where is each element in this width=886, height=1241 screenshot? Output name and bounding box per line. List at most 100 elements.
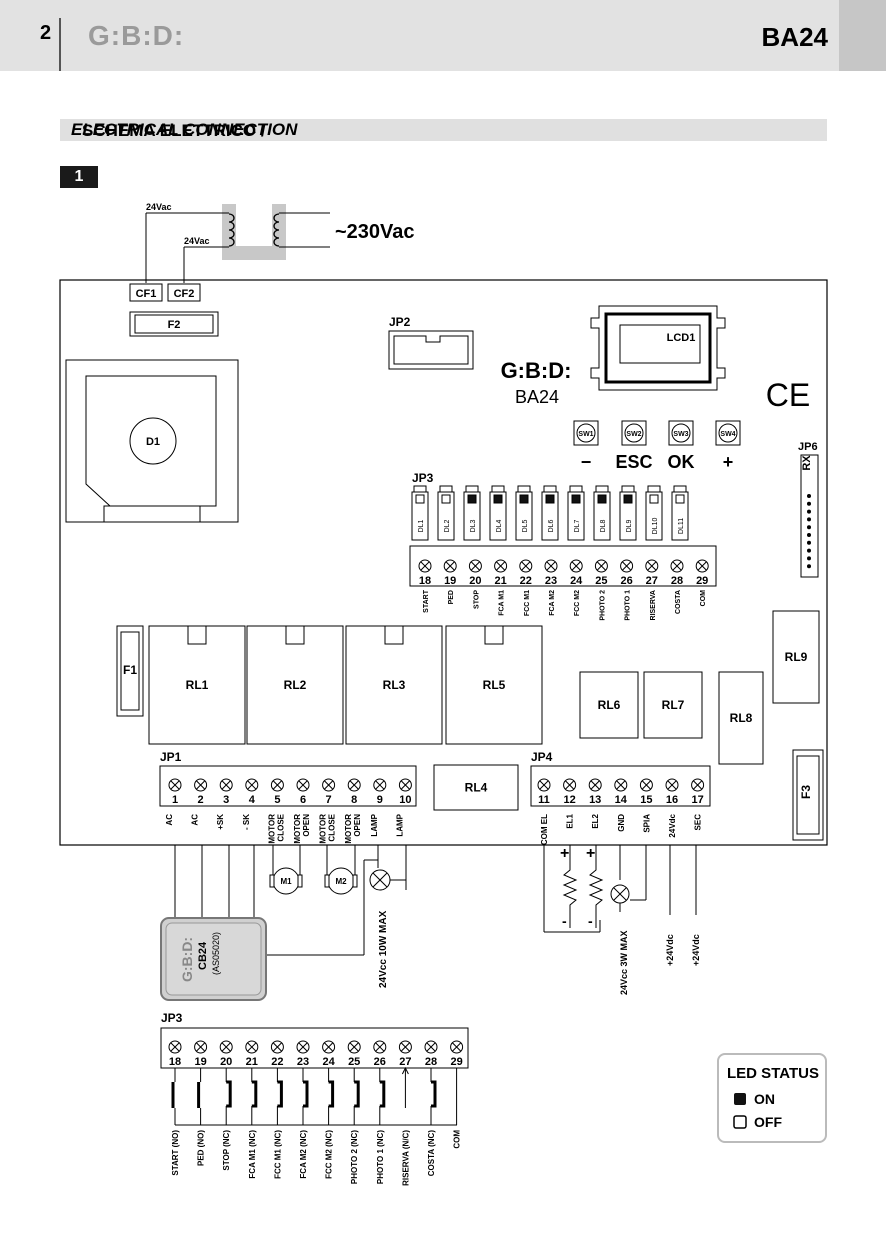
relay-label: RL9 (785, 650, 808, 664)
relay-rl8: RL8 (718, 671, 764, 765)
relay-rl1: RL1 (148, 625, 246, 745)
jp1-terminal-9: 9 (373, 778, 387, 806)
jp3-terminal-label: FCA M1 (499, 590, 506, 616)
relay-label: RL1 (186, 678, 209, 692)
board-model: BA24 (515, 387, 559, 407)
jp1-terminal-label: LAMP (370, 813, 379, 836)
jp3-detail-terminal-28: 28 (424, 1040, 438, 1068)
contact-26 (379, 1068, 386, 1125)
terminal-number: 16 (666, 794, 678, 806)
led-dl8: DL8 (593, 485, 611, 541)
led-dl9: DL9 (619, 485, 637, 541)
primary-230vac: ~230Vac (335, 221, 415, 243)
jp4-terminal-label: EL1 (566, 813, 575, 828)
contact-19 (197, 1068, 202, 1125)
jp4-label: JP4 (531, 750, 553, 764)
jp3-terminal-label: COM (700, 590, 707, 607)
contact-21 (251, 1068, 258, 1125)
terminal-number: 9 (377, 794, 383, 806)
relay-label: RL4 (465, 781, 488, 795)
terminal-number: 24 (570, 575, 583, 587)
lcd-display: LCD1 (590, 305, 726, 391)
jp3-detail-label: COM (453, 1130, 462, 1149)
jp3-detail-terminal-26: 26 (373, 1040, 387, 1068)
svg-text:F3: F3 (799, 785, 813, 799)
transformer: 24Vac 24Vac ~230Vac (145, 202, 415, 283)
terminal-number: 27 (646, 575, 658, 587)
jp3-terminal-23: 23 (544, 559, 558, 587)
jp3-terminal-20: 20 (468, 559, 482, 587)
led-dl7: DL7 (567, 485, 585, 541)
jp3-terminal-label: COSTA (675, 590, 682, 614)
led-id: DL6 (548, 519, 555, 532)
jp4-terminal-11: 11 (537, 778, 551, 806)
jp1-terminal-5: 5 (270, 778, 284, 806)
jp6-pin (807, 564, 811, 569)
jp3-detail-terminal-24: 24 (322, 1040, 336, 1068)
switch-id: SW3 (673, 431, 688, 438)
section-heading: SCHEMA ELETTRICO / ELECTRICAL CONNECTION (60, 119, 827, 141)
jp4-terminal-14: 14 (614, 778, 628, 806)
switch-symbol: OK (668, 452, 695, 472)
jp3-detail-label: FCA M1 (NC) (248, 1130, 257, 1179)
jp3-terminal-18: 18 (418, 559, 432, 587)
led-dl2: DL2 (437, 485, 455, 541)
relay-label: RL2 (284, 678, 307, 692)
jp4-terminal-label: 24Vdc (668, 813, 677, 837)
motor-m2: M2 (324, 867, 358, 895)
terminal-number: 10 (399, 794, 411, 806)
svg-text:ON: ON (754, 1091, 775, 1107)
relay-label: RL5 (483, 678, 506, 692)
relay-rl5: RL5 (445, 625, 543, 745)
switch-id: SW2 (626, 431, 641, 438)
svg-text:OFF: OFF (754, 1114, 782, 1130)
jp3-detail-terminal-21: 21 (245, 1040, 259, 1068)
jp6-pin (807, 501, 811, 506)
jp1-terminal-3: 3 (219, 778, 233, 806)
jp6-pin (807, 533, 811, 537)
header-tab (839, 0, 886, 71)
jp1-terminal-label: OPEN (302, 814, 311, 837)
page-number: 2 (40, 22, 52, 44)
jp1-terminal-label: LAMP (395, 813, 404, 836)
jp3-detail-label: FCC M2 (NC) (325, 1130, 334, 1179)
jp3-detail-terminal-23: 23 (296, 1040, 310, 1068)
jp3-detail-label: FCA M2 (NC) (299, 1130, 308, 1179)
jp1-terminal-4: 4 (245, 778, 259, 806)
jp6-pin (807, 548, 811, 553)
switch-id: SW4 (720, 431, 735, 438)
jp4-external-wiring (543, 845, 697, 933)
cf1-label: CF1 (136, 288, 157, 300)
led-dl1: DL1 (411, 485, 429, 541)
switch-symbol: − (581, 452, 592, 472)
led-dl3: DL3 (463, 485, 481, 541)
svg-text:D1: D1 (146, 436, 160, 448)
terminal-number: 25 (348, 1056, 360, 1068)
terminal-number: 21 (246, 1056, 258, 1068)
terminal-number: 20 (469, 575, 481, 587)
led-id: DL1 (418, 519, 425, 532)
jp1-terminal-label: CLOSE (276, 813, 285, 841)
terminal-number: 14 (615, 794, 628, 806)
relay-label: RL7 (662, 698, 685, 712)
jp4-terminal-label: COM EL (540, 814, 549, 845)
jp4-terminal-17: 17 (691, 778, 705, 806)
contact-24 (328, 1068, 335, 1125)
led-dl10: DL10 (645, 485, 663, 541)
led-id: DL4 (496, 519, 503, 532)
terminal-number: 1 (172, 794, 178, 806)
jp3-detail-terminal-18: 18 (168, 1040, 182, 1068)
terminal-number: 21 (494, 575, 506, 587)
jp1-terminal-1: 1 (168, 778, 182, 806)
contact-25 (353, 1068, 360, 1125)
header-divider (59, 18, 61, 71)
relay-rl4: RL4 (433, 764, 519, 811)
terminal-number: 20 (220, 1056, 232, 1068)
secondary-24vac-2: 24Vac (184, 236, 210, 246)
jp6-pin (807, 540, 811, 545)
jp3-terminal-label: FCC M1 (524, 590, 531, 616)
svg-text:LCD1: LCD1 (667, 332, 696, 344)
led-dl11: DL11 (671, 485, 689, 541)
